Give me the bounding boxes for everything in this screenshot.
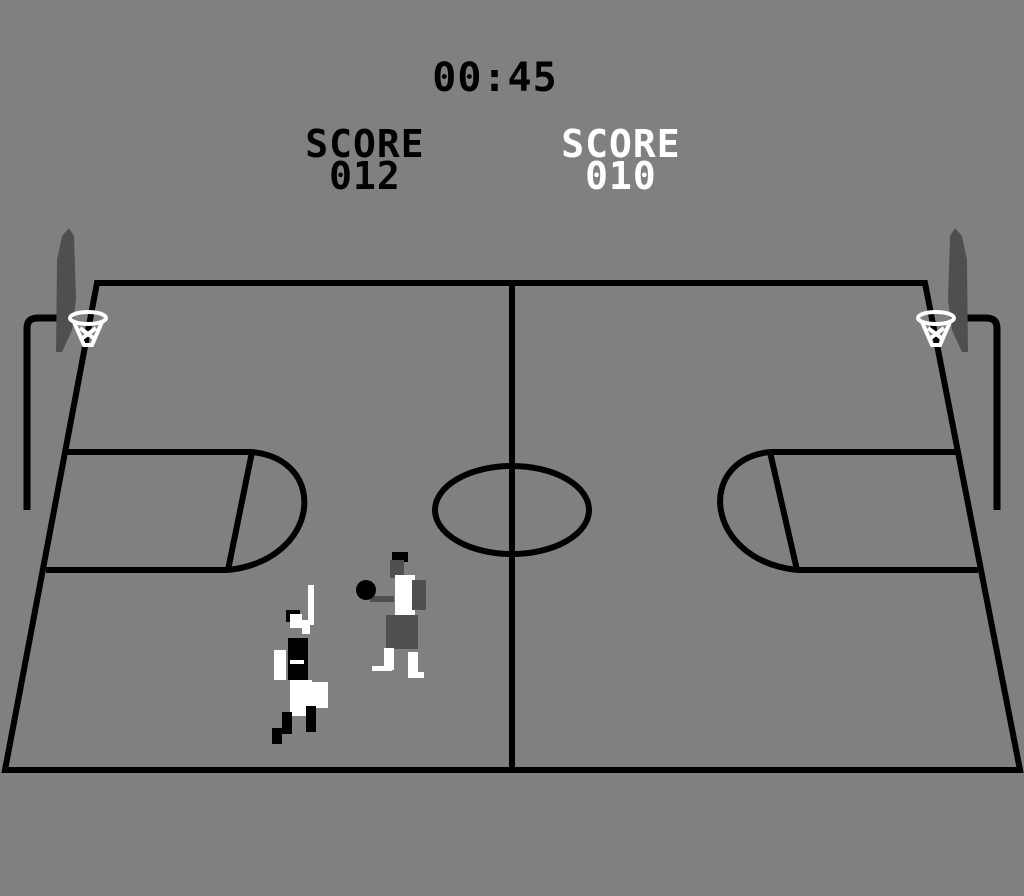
player2-score-panel: SCORE 010 — [531, 122, 711, 198]
left-hoop-pole — [23, 314, 58, 510]
right-hoop-net-icon — [916, 310, 956, 347]
right-backboard — [948, 228, 968, 352]
right-key — [717, 449, 978, 573]
left-hoop-net-icon — [68, 310, 108, 347]
game-clock: 00:45 — [432, 55, 558, 101]
right-hoop-pole — [966, 314, 1001, 510]
player2-score-value: 010 — [585, 154, 657, 198]
player1-score-value: 012 — [329, 154, 401, 198]
center-circle — [432, 463, 592, 557]
left-key — [46, 449, 308, 573]
player1-score-panel: SCORE 012 — [275, 122, 455, 198]
player2-score-label: SCORE — [561, 122, 681, 166]
player-white-jersey — [370, 552, 426, 678]
left-backboard — [56, 228, 76, 352]
court-outline — [1, 280, 1024, 773]
basketball — [356, 580, 376, 600]
player1-score-label: SCORE — [305, 122, 425, 166]
player-dark-jersey — [272, 585, 328, 744]
